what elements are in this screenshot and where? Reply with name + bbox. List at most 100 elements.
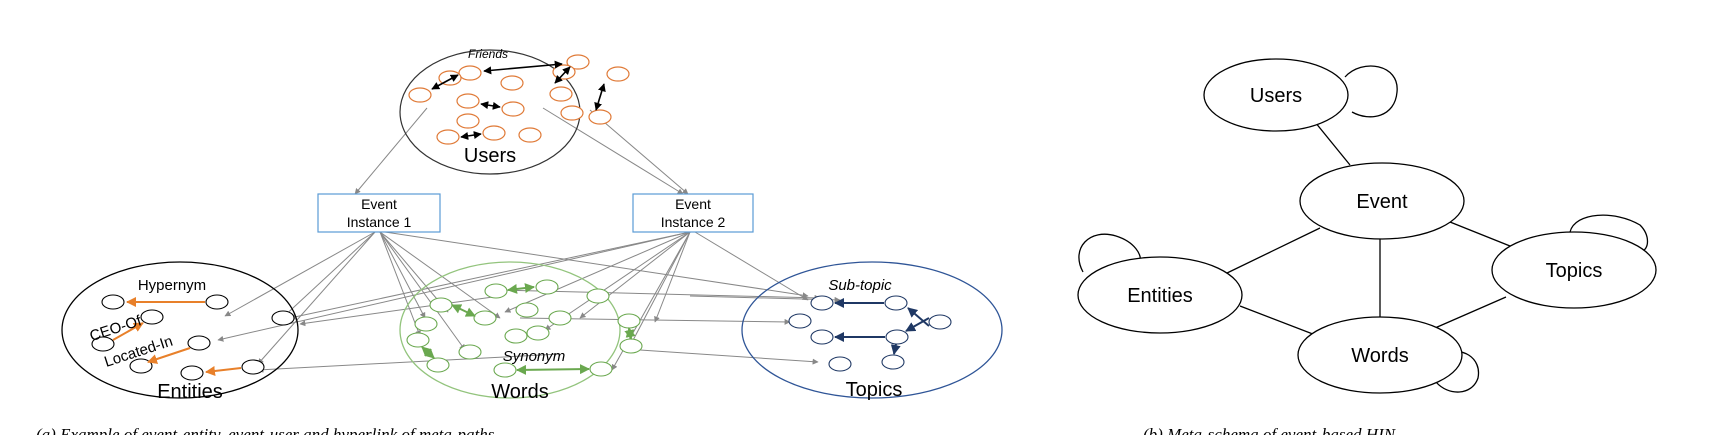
edge-e1-word-3 — [379, 231, 466, 351]
word-node — [619, 338, 643, 354]
meta-schema-edges — [1224, 121, 1516, 337]
entity-node — [91, 336, 115, 352]
subtopic-edges — [834, 298, 930, 355]
node-words-label: Words — [1351, 345, 1408, 367]
users-label: Users — [464, 145, 516, 167]
friends-edges — [431, 60, 606, 140]
user-node — [436, 129, 460, 145]
meta-schema-labels: Users Event Entities Topics Words — [1127, 85, 1602, 367]
user-node — [456, 113, 480, 129]
node-users-label: Users — [1250, 85, 1302, 107]
friends-edge — [554, 66, 571, 84]
edge-e1-entity-3 — [257, 231, 376, 365]
event-instance-1: Event Instance 1 — [317, 193, 441, 233]
user-node — [566, 54, 590, 70]
word-node — [426, 357, 450, 373]
user-node — [456, 93, 480, 109]
edge-users-event2 — [542, 107, 684, 195]
edge-e1-entity-1 — [224, 231, 376, 317]
words-circle — [399, 261, 621, 399]
entity-nodes — [91, 294, 295, 381]
node-users-shape — [1203, 58, 1349, 132]
node-topics-shape — [1491, 231, 1657, 309]
topic-node — [828, 356, 852, 372]
self-loops — [1078, 65, 1649, 393]
node-entities-label: Entities — [1127, 285, 1193, 307]
subtopic-edge — [907, 307, 930, 327]
users-relation-label: Friends — [468, 47, 508, 61]
entity-node — [129, 358, 153, 374]
topics-circle — [741, 261, 1003, 399]
word-node — [526, 325, 550, 341]
event-instance-2: Event Instance 2 — [632, 193, 754, 233]
hypernym-label: Hypernym — [138, 277, 206, 294]
word-node — [473, 310, 497, 326]
entity-node — [187, 335, 211, 351]
entities-label: Entities — [157, 381, 223, 403]
topic-node — [881, 354, 905, 370]
event-instance-2-line2: Instance 2 — [661, 214, 726, 230]
edge-e2-entity-2 — [289, 231, 691, 320]
entities-circle — [61, 261, 299, 399]
topic-node — [928, 314, 952, 330]
friends-edge — [483, 60, 563, 75]
user-node — [588, 109, 612, 125]
topic-node — [810, 329, 834, 345]
subtopic-edge — [890, 343, 901, 355]
entity-relation-edge — [205, 366, 242, 376]
edge-e2-word-5 — [654, 231, 691, 323]
topics-label: Topics — [846, 379, 903, 401]
topic-node — [788, 313, 812, 329]
edge-e2-word-3 — [579, 231, 691, 319]
edge-e2-word-1 — [504, 231, 691, 313]
word-node — [414, 316, 438, 332]
user-node — [408, 87, 432, 103]
word-node — [429, 297, 453, 313]
friends-edge — [480, 101, 501, 110]
ceo-of-edge — [112, 322, 144, 341]
subtopic-edge — [905, 317, 930, 332]
edge-entities-words — [1239, 305, 1319, 337]
word-node — [586, 288, 610, 304]
users-self-loop — [1344, 65, 1398, 118]
entity-relation-edges — [112, 297, 242, 376]
topic-nodes — [788, 295, 952, 372]
edge-e1-word-1 — [379, 231, 426, 319]
topic-node — [810, 295, 834, 311]
topic-node — [885, 329, 909, 345]
edge-users-event1 — [354, 107, 428, 195]
users-group: Friends — [399, 47, 630, 175]
user-node — [501, 101, 525, 117]
word-node — [589, 361, 613, 377]
word-node — [617, 313, 641, 329]
entity-node — [140, 309, 164, 325]
entity-node — [180, 365, 204, 381]
entity-node — [205, 294, 229, 310]
word-node — [535, 279, 559, 295]
edge-e2-word-4 — [629, 231, 691, 347]
entity-node — [271, 310, 295, 326]
word-nodes — [406, 279, 643, 378]
synonym-edge — [451, 304, 476, 317]
panel-a: Friends — [36, 47, 1003, 435]
node-topics-label: Topics — [1546, 260, 1603, 282]
topic-node — [884, 295, 908, 311]
node-entities-shape — [1077, 256, 1243, 334]
word-node — [548, 310, 572, 326]
edge-e1-word-5 — [379, 231, 421, 337]
user-node — [482, 125, 506, 141]
word-node — [515, 302, 539, 318]
panel-a-caption: (a) Example of event-entity, event-user … — [36, 425, 507, 435]
user-node — [458, 65, 482, 81]
edge-e1-topic-1 — [384, 231, 809, 299]
friends-edge — [431, 74, 459, 90]
located-in-edge — [147, 347, 191, 364]
word-node — [484, 283, 508, 299]
node-words-shape — [1297, 316, 1463, 394]
friends-edge — [594, 83, 606, 111]
edge-cross-3 — [299, 295, 501, 327]
user-node — [518, 127, 542, 143]
entity-node — [241, 359, 265, 375]
edge-event-topics — [1449, 221, 1516, 249]
